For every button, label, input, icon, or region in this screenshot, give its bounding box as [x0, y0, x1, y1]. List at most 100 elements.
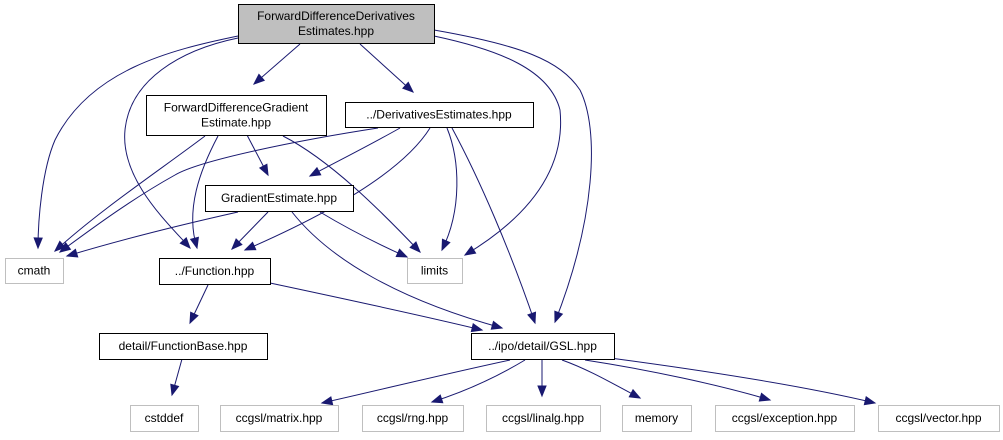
edge-root-to-de — [359, 43, 414, 93]
node-func[interactable]: ../Function.hpp — [159, 258, 271, 285]
node-label: ForwardDifferenceGradient — [164, 101, 309, 115]
edge-fdge-to-func — [189, 135, 219, 250]
node-memory: memory — [622, 405, 692, 432]
edge-line — [433, 29, 592, 323]
edge-de-to-ge — [308, 127, 401, 177]
edge-line — [451, 127, 536, 324]
edge-line — [66, 211, 239, 257]
arrowhead-icon — [402, 81, 414, 93]
arrowhead-icon — [243, 241, 257, 251]
node-box — [5, 258, 64, 284]
node-box — [130, 405, 199, 432]
edge-gsl-to-memory — [561, 359, 642, 399]
node-label: cmath — [18, 264, 51, 278]
edge-fdge-to-cmath — [53, 135, 206, 252]
arrowhead-icon — [252, 73, 266, 85]
edge-de-to-cmath — [58, 127, 379, 253]
node-box — [345, 102, 534, 128]
arrowhead-icon — [395, 248, 409, 258]
arrowhead-icon — [58, 241, 72, 253]
edge-root-to-cmath — [33, 35, 239, 250]
arrowhead-icon — [628, 388, 642, 399]
node-box — [878, 405, 1000, 432]
edge-fb-to-cstddef — [170, 358, 183, 397]
edge-line — [269, 282, 483, 331]
arrowhead-icon — [441, 238, 451, 252]
node-cmath: cmath — [5, 258, 64, 284]
node-box — [407, 258, 463, 284]
edge-line — [319, 211, 408, 258]
edge-line — [282, 135, 421, 253]
edge-line — [609, 357, 876, 404]
edge-func-to-gsl — [269, 282, 484, 333]
edge-ge-to-func — [231, 211, 269, 250]
edge-line — [431, 359, 526, 403]
edge-line — [54, 135, 206, 252]
node-cstddef: cstddef — [130, 405, 199, 432]
arrowhead-icon — [258, 163, 269, 177]
edge-root-to-gsl — [433, 29, 592, 324]
edge-line — [192, 135, 219, 249]
edge-ge-to-gsl — [291, 211, 504, 330]
node-label: ccgsl/vector.hpp — [895, 411, 981, 425]
node-label: ccgsl/linalg.hpp — [502, 411, 584, 425]
edge-line — [124, 37, 239, 249]
node-label: ccgsl/rng.hpp — [377, 411, 449, 425]
node-root[interactable]: ForwardDifferenceDerivativesEstimates.hp… — [238, 4, 435, 44]
edge-line — [433, 35, 562, 256]
edge-line — [291, 211, 503, 329]
node-de[interactable]: ../DerivativesEstimates.hpp — [345, 102, 534, 128]
edge-ge-to-cmath — [65, 211, 239, 258]
node-gsl[interactable]: ../ipo/detail/GSL.hpp — [471, 333, 615, 360]
edges-layer — [33, 29, 877, 406]
node-label: ../DerivativesEstimates.hpp — [366, 108, 512, 122]
node-box — [146, 95, 327, 136]
edge-ge-to-limits — [319, 211, 409, 258]
edge-line — [441, 127, 458, 251]
node-vector: ccgsl/vector.hpp — [878, 405, 1000, 432]
arrowhead-icon — [189, 236, 199, 250]
edge-gsl-to-matrix — [320, 359, 511, 406]
node-label: ForwardDifferenceDerivatives — [257, 9, 415, 23]
edge-de-to-limits — [441, 127, 458, 252]
arrowhead-icon — [231, 238, 243, 250]
node-rng: ccgsl/rng.hpp — [362, 405, 464, 432]
edge-func-to-fb — [189, 284, 209, 325]
edge-line — [584, 359, 771, 401]
arrowhead-icon — [490, 320, 504, 330]
arrowhead-icon — [189, 311, 199, 325]
edge-root-to-limits — [433, 35, 562, 256]
edge-fdge-to-limits — [282, 135, 421, 253]
node-box — [715, 405, 855, 432]
edge-gsl-to-linalg — [537, 360, 547, 398]
node-box — [159, 258, 271, 285]
node-ge[interactable]: GradientEstimate.hpp — [205, 185, 354, 212]
edge-gsl-to-rng — [430, 359, 526, 404]
node-exception: ccgsl/exception.hpp — [715, 405, 855, 432]
arrowhead-icon — [537, 385, 547, 398]
node-box — [220, 405, 339, 432]
node-box — [622, 405, 692, 432]
node-label: detail/FunctionBase.hpp — [119, 339, 248, 353]
arrowhead-icon — [179, 237, 191, 249]
node-matrix: ccgsl/matrix.hpp — [220, 405, 339, 432]
arrowhead-icon — [527, 311, 537, 325]
node-label: memory — [635, 411, 678, 425]
node-box — [486, 405, 601, 432]
node-label: Estimates.hpp — [298, 24, 374, 38]
edge-line — [244, 127, 431, 251]
node-box — [99, 333, 268, 360]
edge-line — [59, 127, 379, 253]
edge-de-to-func — [243, 127, 431, 251]
edge-line — [561, 359, 641, 399]
node-box — [205, 185, 354, 212]
node-label: Estimate.hpp — [201, 116, 271, 130]
node-label: ../Function.hpp — [175, 264, 255, 278]
arrowhead-icon — [863, 395, 877, 406]
node-fb[interactable]: detail/FunctionBase.hpp — [99, 333, 268, 360]
edge-line — [359, 43, 414, 93]
node-label: ccgsl/matrix.hpp — [236, 411, 323, 425]
arrowhead-icon — [470, 322, 484, 333]
